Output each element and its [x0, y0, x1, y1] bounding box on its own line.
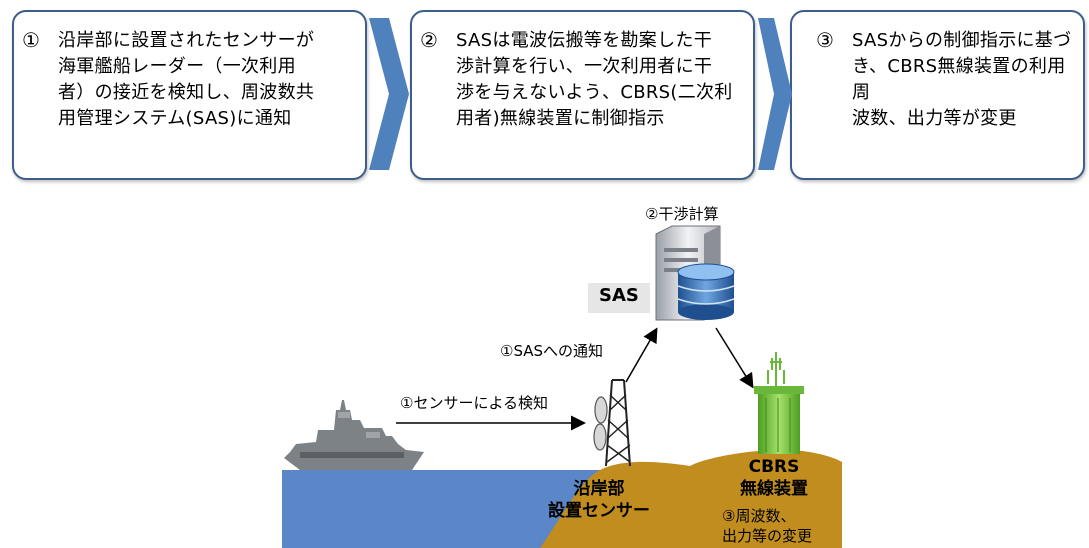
step-3-line-1: SASからの制御指示に基づ: [852, 30, 1072, 51]
step-1-line-3: 者）の接近を検知し、周波数共: [58, 82, 315, 103]
step-1-text: 沿岸部に設置されたセンサーが 海軍艦船レーダー（一次利用 者）の接近を検知し、周…: [58, 28, 314, 132]
step-3-line-3: 波数、出力等が変更: [852, 108, 1017, 129]
sas-database-icon: [677, 263, 735, 320]
coastal-sensor-label-line-2: 設置センサー: [548, 501, 650, 521]
cbrs-label-line-1: CBRS: [748, 457, 800, 477]
step-1-line-4: 用管理システム(SAS)に通知: [58, 108, 292, 129]
chevron-arrow-1: [369, 18, 409, 170]
step-3-number: ③: [816, 28, 834, 52]
step-box-1: ① 沿岸部に設置されたセンサーが 海軍艦船レーダー（一次利用 者）の接近を検知し…: [12, 10, 367, 180]
cbrs-building: [754, 386, 804, 454]
navy-ship: [284, 400, 424, 470]
step-1-number: ①: [22, 28, 40, 52]
cbrs-label: CBRS 無線装置: [728, 456, 820, 500]
sas-notify-label: ①SASへの通知: [500, 342, 604, 360]
change-label-line-2: 出力等の変更: [722, 527, 813, 545]
sensor-dish-upper: [594, 396, 608, 424]
arrow-sensor-to-sas: [625, 327, 658, 383]
step-2-line-3: 渉を与えないよう、CBRS(二次利: [456, 82, 733, 103]
step-1-line-1: 沿岸部に設置されたセンサーが: [58, 30, 315, 51]
change-label-line-1: ③周波数、: [722, 507, 796, 525]
sensor-dish-lower: [593, 423, 607, 451]
sensor-tower: [593, 379, 631, 467]
step-3-line-2: き、CBRS無線装置の利用周: [852, 56, 1066, 103]
arrow-sas-to-cbrs: [715, 327, 754, 389]
sas-label-bg: [588, 283, 650, 313]
coastal-sensor-label-line-1: 沿岸部: [573, 479, 625, 499]
step-box-3: ③ SASからの制御指示に基づ き、CBRS無線装置の利用周 波数、出力等が変更: [790, 10, 1085, 180]
cbrs-antenna-icon: [767, 352, 785, 386]
cbrs-label-line-2: 無線装置: [740, 479, 808, 499]
step-2-text: SASは電波伝搬等を勘案した干 渉計算を行い、一次利用者に干 渉を与えないよう、…: [456, 28, 733, 132]
step-3-text: SASからの制御指示に基づ き、CBRS無線装置の利用周 波数、出力等が変更: [852, 28, 1083, 132]
step-2-line-2: 渉計算を行い、一次利用者に干: [456, 56, 713, 77]
step-2-line-1: SASは電波伝搬等を勘案した干: [456, 30, 712, 51]
coastal-sensor-label: 沿岸部 設置センサー: [548, 478, 650, 522]
sensor-detect-label: ①センサーによる検知: [400, 394, 548, 412]
coastal-land: [540, 449, 842, 548]
step-2-line-4: 用者)無線装置に制御指示: [456, 108, 665, 129]
step-1-line-2: 海軍艦船レーダー（一次利用: [58, 56, 296, 77]
sas-label: SAS: [599, 285, 639, 306]
interference-calc-label: ②干渉計算: [645, 205, 719, 223]
step-box-2: ② SASは電波伝搬等を勘案した干 渉計算を行い、一次利用者に干 渉を与えないよ…: [410, 10, 755, 180]
change-label: ③周波数、 出力等の変更: [722, 506, 812, 546]
step-2-number: ②: [420, 28, 438, 52]
chevron-arrow-2: [758, 18, 792, 170]
